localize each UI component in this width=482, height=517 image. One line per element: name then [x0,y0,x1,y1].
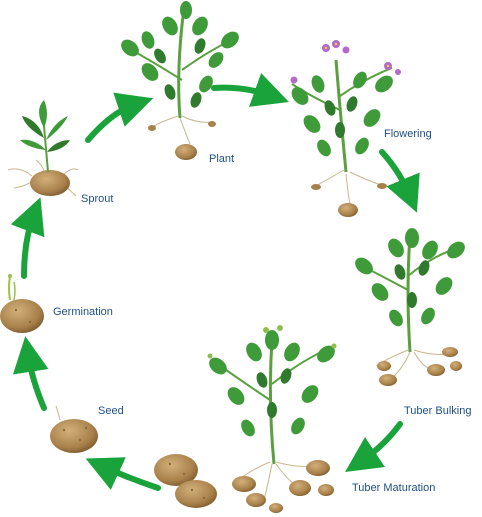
arrow-bulking-to-maturation [345,421,403,472]
arrow-flowering-to-bulking [379,149,420,213]
stage-label-sprout: Sprout [81,193,114,205]
tuber-maturation-illustration [207,325,337,513]
arrow-germination-to-sprout [10,197,45,279]
sprout-illustration [7,100,79,197]
berry-cluster [207,325,337,359]
arrow-maturation-to-seed [85,457,161,491]
germination-illustration [0,274,44,333]
flowering-illustration [290,40,401,217]
stage-label-tuber-maturation: Tuber Maturation [352,482,436,494]
arrow-seed-to-germination [12,336,49,411]
stage-label-flowering: Flowering [384,128,432,140]
seed-illustration [50,405,98,453]
cycle-arrows [10,72,420,491]
arrow-sprout-to-plant [85,92,154,143]
stage-label-seed: Seed [98,405,124,417]
harvested-tubers-illustration [154,454,217,508]
stage-label-plant: Plant [209,153,235,165]
stage-label-germination: Germination [53,306,113,318]
plant-illustration [121,1,239,160]
tuber-bulking-illustration [355,228,465,386]
arrow-plant-to-flowering [211,72,289,107]
stage-label-tuber-bulking: Tuber Bulking [404,405,472,417]
